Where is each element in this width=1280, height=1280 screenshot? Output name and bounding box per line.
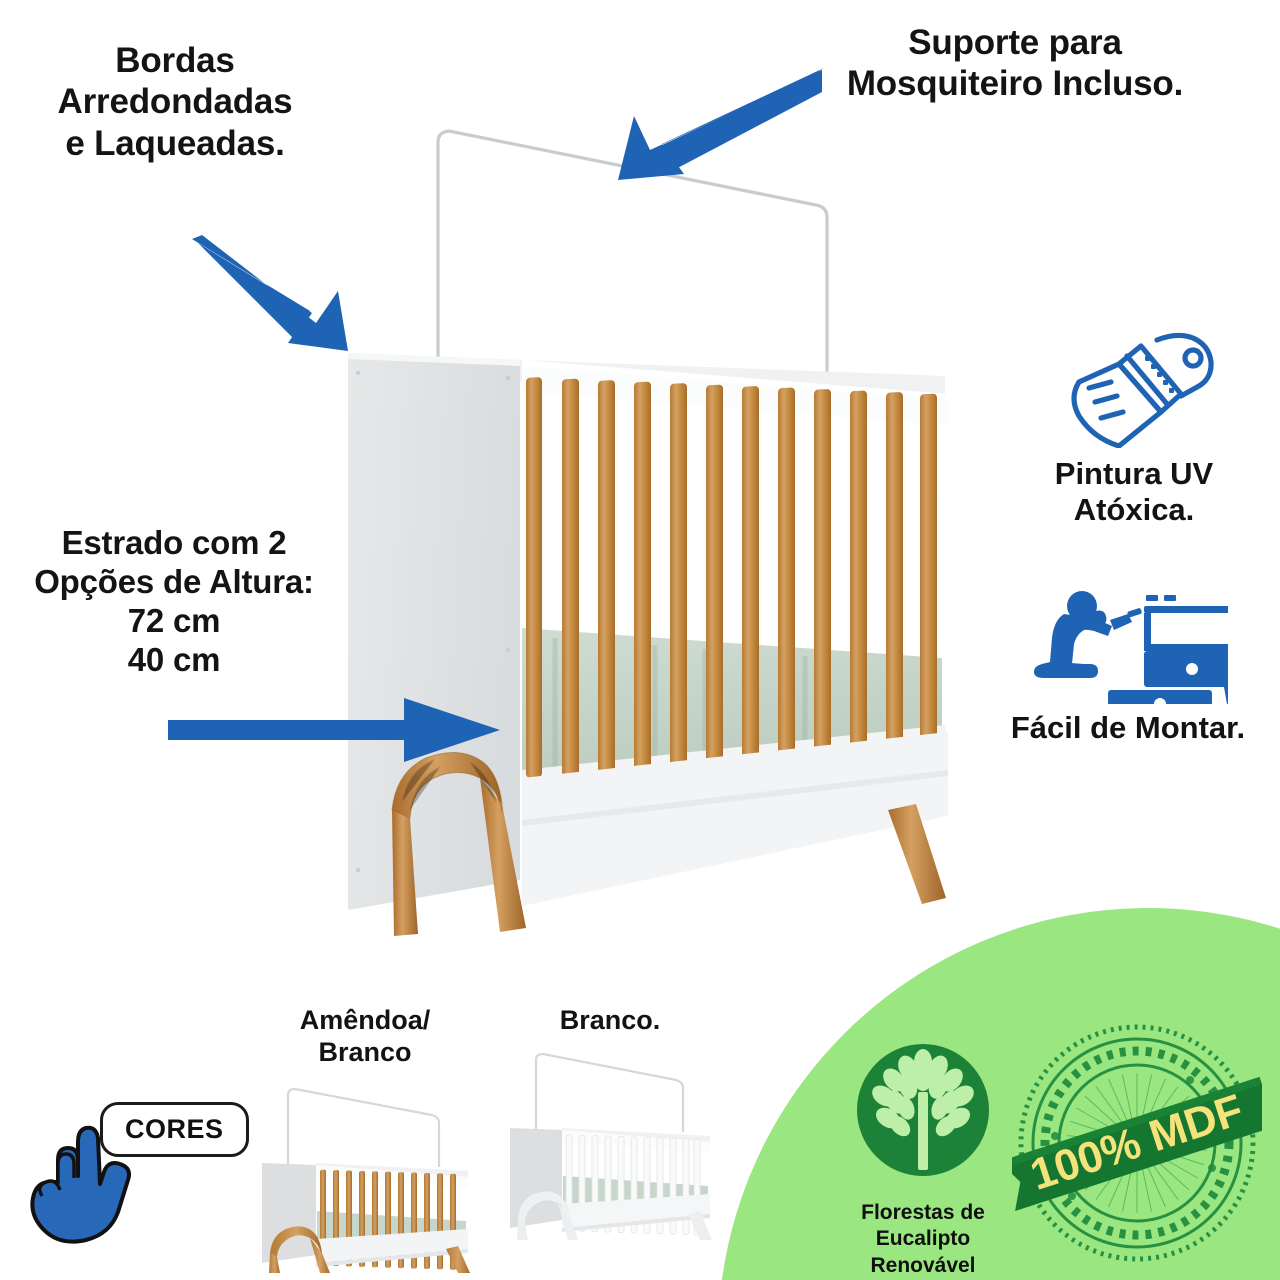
variant-amendoa-branco[interactable]: Amêndoa/ Branco	[250, 1004, 480, 1273]
feature-montar-label: Fácil de Montar.	[1010, 710, 1246, 745]
eco-forest-badge: Florestas de Eucalipto Renovável	[843, 1040, 1003, 1279]
eco-section-clip	[0, 880, 1280, 1280]
crib-front-top-rail	[522, 360, 948, 426]
arrow-mosquiteiro	[618, 68, 824, 180]
assembly-person-icon	[1034, 591, 1228, 704]
crib-slat-group	[526, 377, 937, 778]
cores-button[interactable]: CORES	[100, 1102, 249, 1157]
rubber-stamp-icon: 100% MDF	[1012, 1024, 1262, 1262]
arrow-bordas	[192, 235, 348, 351]
callout-estrado-alturas: Estrado com 2 Opções de Altura: 72 cm 40…	[34, 524, 314, 678]
pointing-hand-icon[interactable]	[22, 1120, 152, 1260]
tree-in-circle-icon	[857, 1044, 989, 1176]
variant-thumbnail	[250, 1073, 480, 1273]
main-crib-illustration	[348, 129, 948, 936]
feature-facil-montar: Fácil de Montar.	[976, 586, 1280, 746]
arrow-estrado	[168, 698, 500, 762]
callout-bordas-arredondadas: Bordas Arredondadas e Laqueadas.	[57, 41, 293, 163]
eco-forest-label: Florestas de Eucalipto Renovável	[861, 1201, 985, 1277]
callout-suporte-mosquiteiro: Suporte para Mosquiteiro Incluso.	[846, 23, 1184, 104]
feature-pintura-label: Pintura UV Atóxica.	[1054, 456, 1214, 527]
variant-branco[interactable]: Branco.	[500, 1004, 720, 1241]
paint-brush-icon	[1071, 332, 1214, 448]
crib-front-leg-left	[391, 752, 526, 936]
crib-rear-leg-right	[888, 804, 946, 904]
variant-label: Branco.	[559, 1005, 661, 1035]
feature-pintura-uv: Pintura UV Atóxica.	[988, 330, 1280, 528]
variant-thumbnail	[500, 1040, 720, 1241]
variant-label: Amêndoa/ Branco	[299, 1005, 431, 1068]
